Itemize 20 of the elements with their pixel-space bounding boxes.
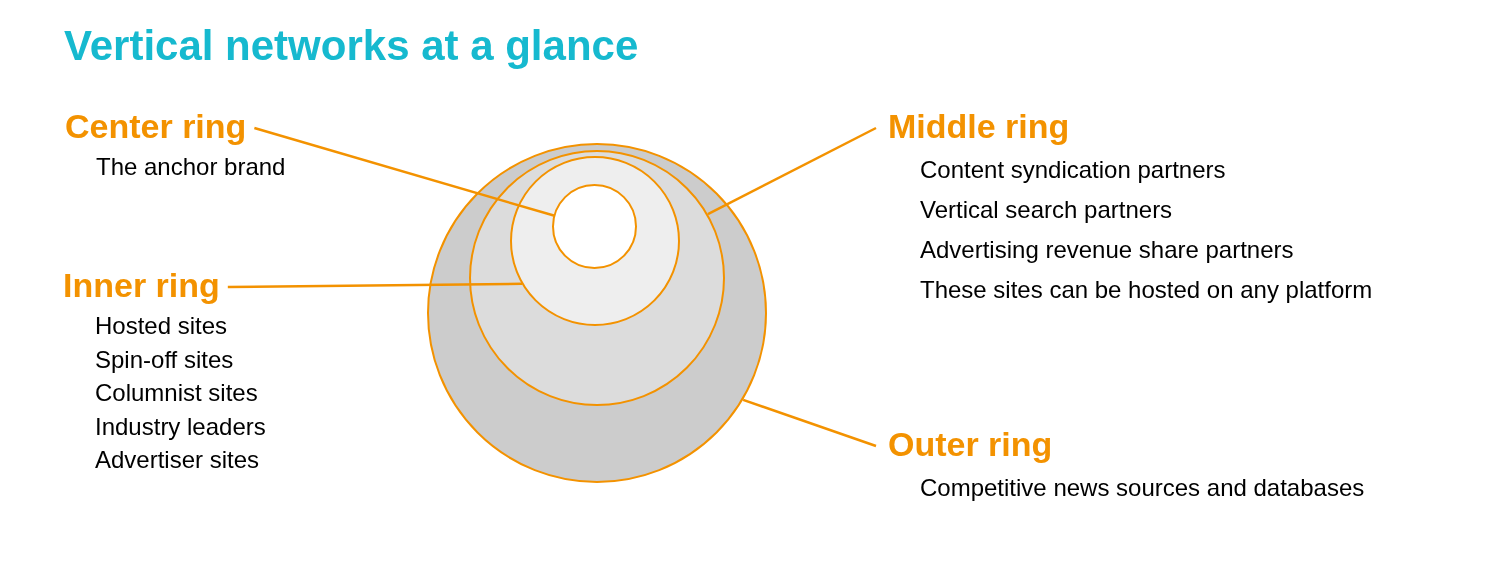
ring-description: Content syndication partners	[920, 155, 1226, 185]
ring-description: These sites can be hosted on any platform	[920, 275, 1373, 305]
ring-description: Industry leaders	[95, 411, 266, 442]
ring-heading: Inner ring	[63, 265, 220, 306]
ring-description: Competitive news sources and databases	[920, 473, 1365, 503]
leader-line	[254, 126, 555, 218]
ring-description: Vertical search partners	[920, 195, 1173, 225]
ring-heading: Center ring	[65, 106, 247, 147]
ring-description: Spin-off sites	[95, 344, 234, 375]
ring-heading: Middle ring	[888, 106, 1070, 147]
ring-description: Hosted sites	[95, 311, 228, 341]
ring-description: Advertiser sites	[95, 445, 260, 475]
leader-line	[227, 282, 523, 289]
ring-description: Columnist sites	[95, 378, 258, 408]
leader-line	[742, 398, 877, 448]
ring-description: Advertising revenue share partners	[920, 235, 1294, 265]
leader-line	[707, 126, 877, 216]
diagram-title: Vertical networks at a glance	[64, 22, 639, 70]
ring-description: The anchor brand	[96, 152, 286, 182]
ring-heading: Outer ring	[888, 424, 1053, 465]
